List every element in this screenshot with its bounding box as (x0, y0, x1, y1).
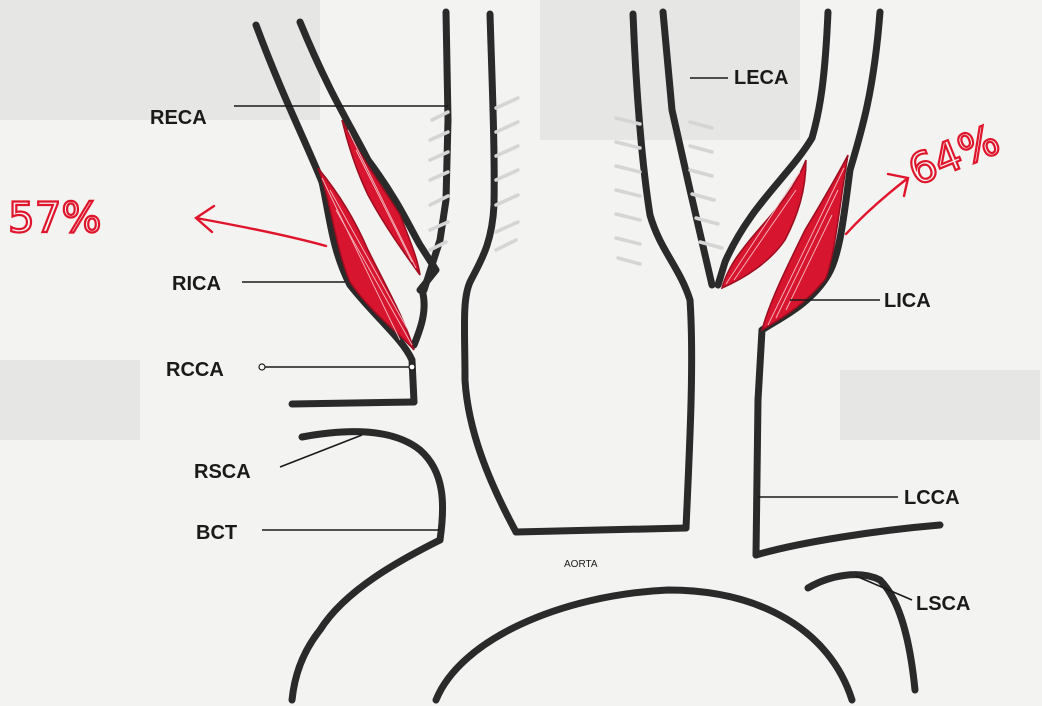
aortic-arch-inner (436, 590, 852, 700)
left-stenosis-annotation: 64% (901, 115, 1006, 195)
label-rica: RICA (172, 273, 221, 295)
left-plaque (722, 155, 848, 330)
left-arrow-icon (846, 174, 908, 234)
lsca-lower-wall (808, 575, 915, 690)
label-bct: BCT (196, 522, 237, 544)
trachea-left-wall (464, 14, 516, 532)
lcca-outline (756, 400, 758, 555)
label-rcca: RCCA (166, 359, 224, 381)
label-lica: LICA (884, 290, 931, 312)
right-stenosis-annotation: 57% (8, 193, 101, 242)
scan-background (0, 0, 1040, 440)
label-aorta: AORTA (564, 559, 598, 570)
label-lsca: LSCA (916, 593, 970, 615)
rsca-lower-wall (302, 432, 443, 540)
label-lcca: LCCA (904, 487, 960, 509)
right-arrow-icon (196, 206, 326, 246)
rcca-outline (414, 290, 424, 345)
leader-lines (234, 78, 912, 600)
label-rsca: RSCA (194, 461, 251, 483)
label-reca: RECA (150, 107, 207, 129)
label-leca: LECA (734, 67, 788, 89)
trachea-bottom (516, 528, 686, 532)
bct-outer-wall (292, 540, 440, 700)
lsca-upper-wall (756, 525, 940, 555)
rsca-upper-wall (292, 402, 414, 404)
